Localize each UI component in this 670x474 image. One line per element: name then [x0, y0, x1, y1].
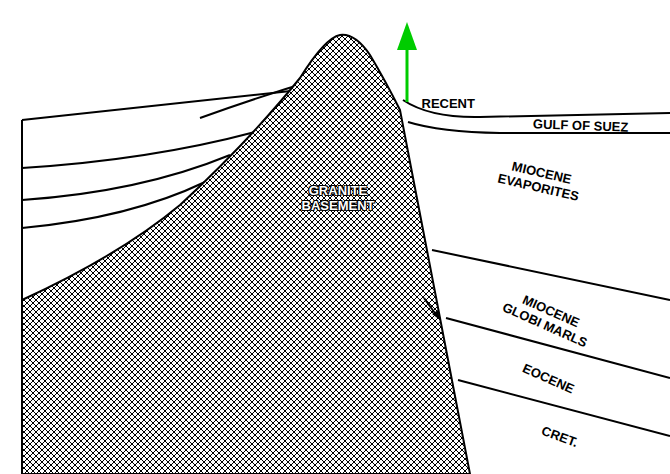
section-edge — [21, 120, 23, 300]
stratum-label: EOCENE — [520, 360, 576, 396]
stratum-line — [22, 90, 300, 120]
uplift-arrow-head — [397, 22, 417, 50]
fault-arrow-head — [432, 310, 440, 320]
stratum-label: RECENT — [422, 96, 475, 111]
stratum-label: MIOCENE GLOBI MARLS — [497, 284, 599, 351]
stratum-line — [432, 250, 670, 300]
stratum-line — [22, 132, 255, 168]
stratum-label: MIOCENE EVAPORITES — [492, 155, 588, 205]
stratum-label: CRET. — [540, 423, 580, 450]
basement-label: GRANITE BASEMENT — [296, 183, 380, 213]
uplift-arrow — [406, 48, 409, 102]
stratum-label: GULF OF SUEZ — [532, 116, 628, 134]
